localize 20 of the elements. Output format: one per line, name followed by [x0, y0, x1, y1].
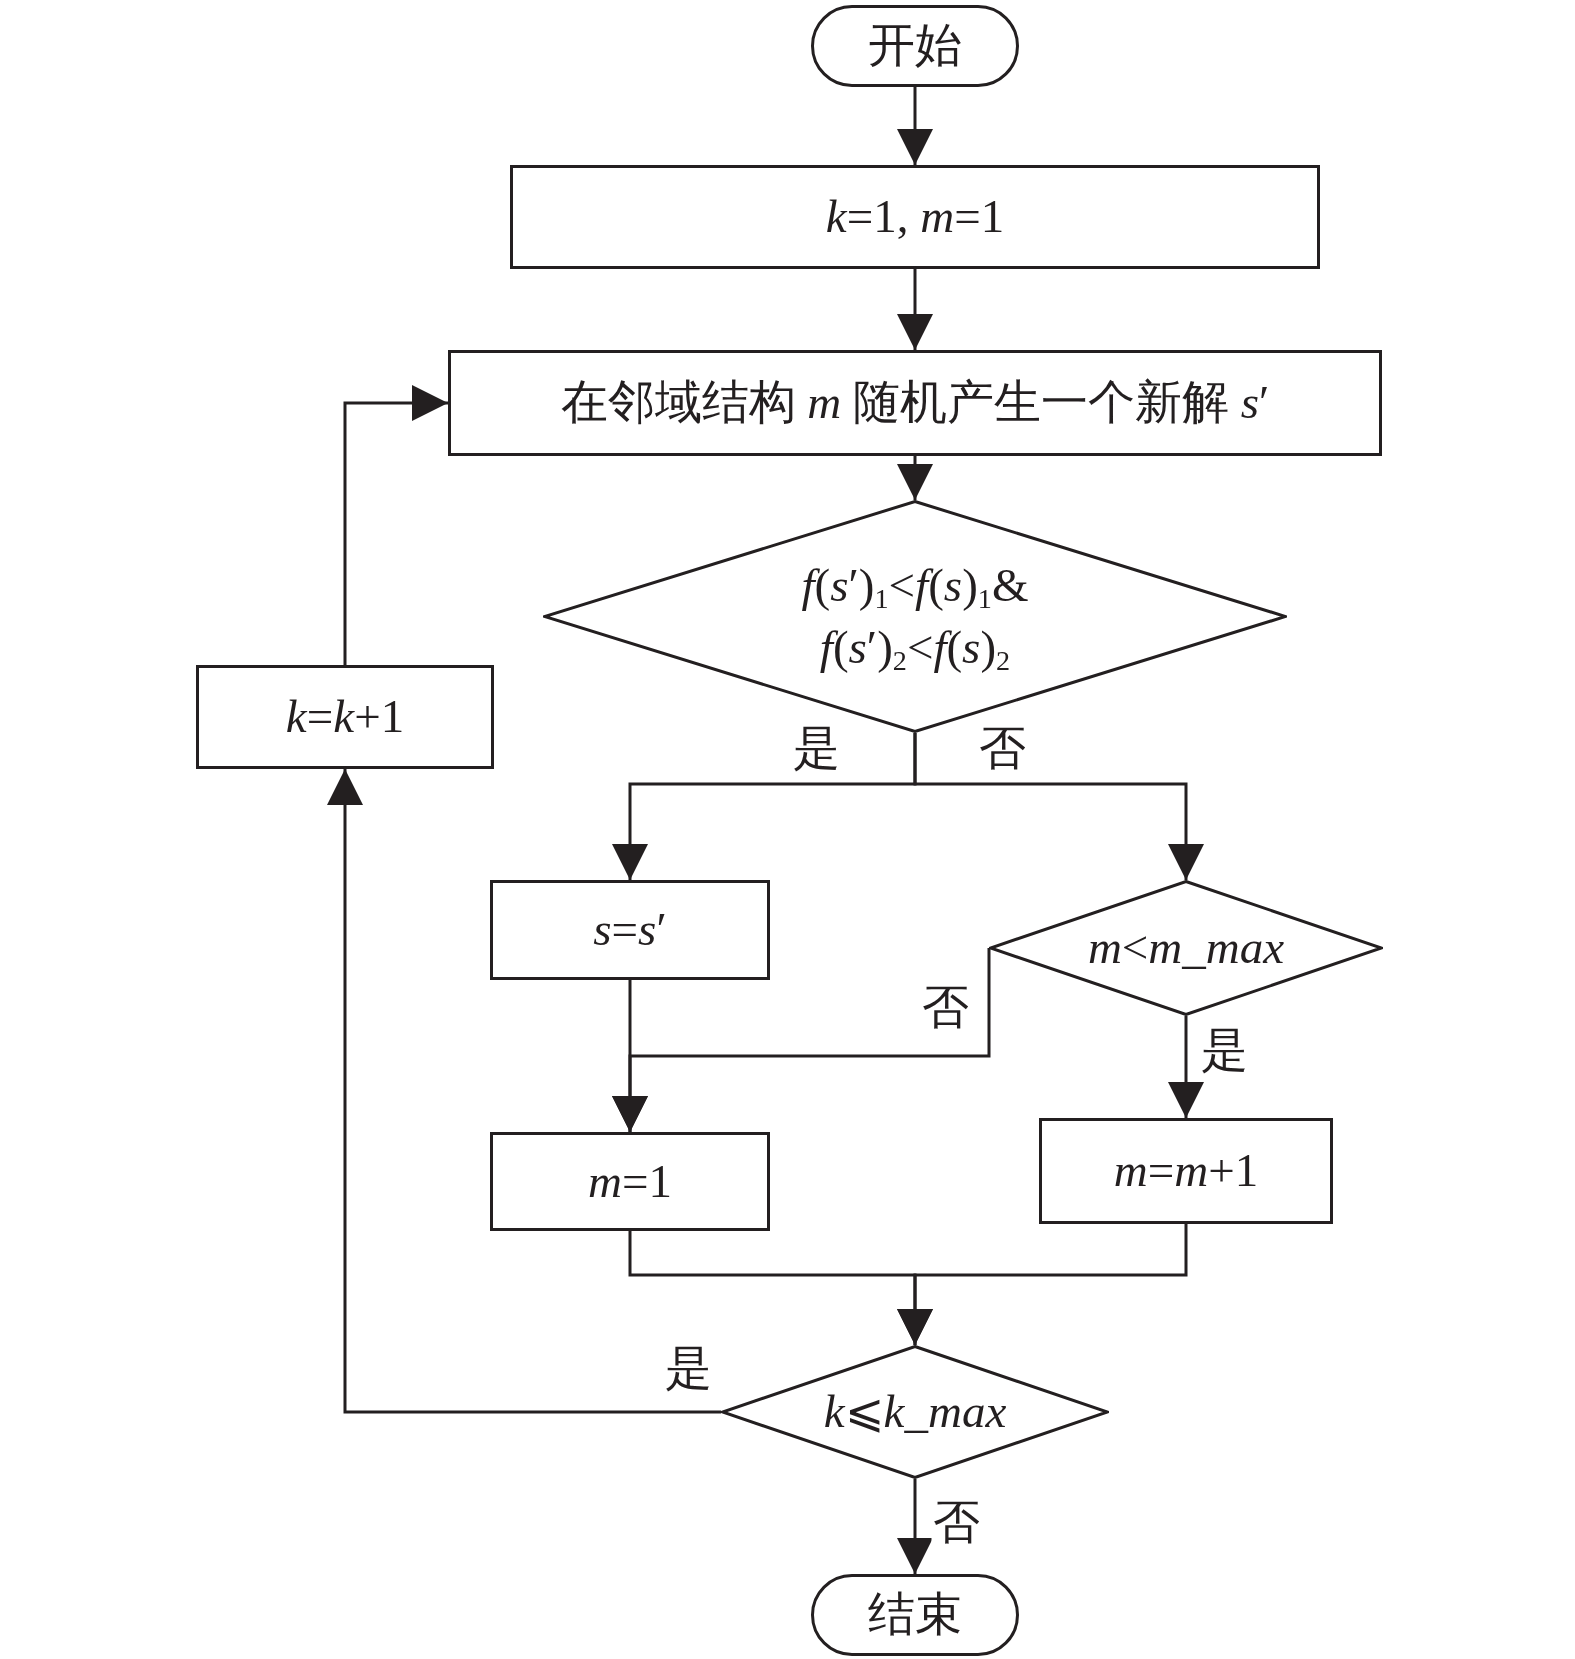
arrow — [897, 87, 933, 165]
arrow — [913, 733, 1204, 880]
decision-diamond: k⩽k_max — [721, 1345, 1109, 1479]
process-box: s=s′ — [490, 880, 770, 980]
process-box: m=1 — [490, 1132, 770, 1231]
rounded-box: 开始 — [811, 5, 1019, 87]
arrow — [897, 1479, 933, 1574]
process-box: k=1, m=1 — [510, 165, 1320, 269]
process-box: 在邻域结构 m 随机产生一个新解 s′ — [448, 350, 1382, 456]
arrow — [343, 385, 448, 665]
rounded-box: 结束 — [811, 1574, 1019, 1656]
decision-diamond: m<m_max — [989, 880, 1383, 1016]
arrow — [897, 269, 933, 350]
process-box: m=m+1 — [1039, 1118, 1333, 1224]
process-box: k=k+1 — [196, 665, 494, 769]
arrow — [327, 769, 721, 1414]
arrow — [1168, 1016, 1204, 1118]
arrow — [897, 1224, 1188, 1345]
arrow — [897, 456, 933, 500]
arrow — [612, 948, 991, 1132]
